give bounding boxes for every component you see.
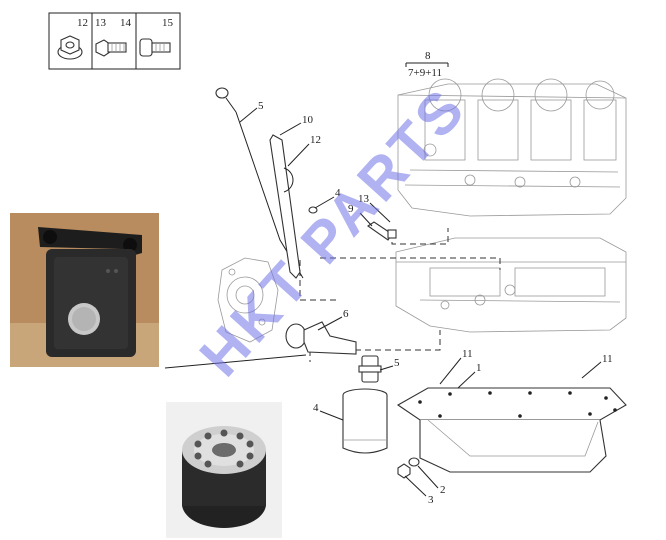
callout-7: 4 bbox=[335, 187, 341, 199]
callout-13: 11 bbox=[602, 353, 613, 365]
legend-label-13: 13 bbox=[95, 17, 107, 29]
callout-5: 5 bbox=[394, 357, 400, 369]
flange-nut-icon bbox=[57, 35, 83, 60]
oil-pump-housing bbox=[217, 257, 279, 343]
callout-9: 5 bbox=[258, 100, 264, 112]
oil-filter bbox=[342, 388, 388, 454]
dipstick-guide-tube bbox=[269, 134, 301, 279]
drain-plug bbox=[397, 457, 420, 479]
oil-strainer bbox=[285, 321, 357, 355]
callout-4: 4 bbox=[313, 402, 319, 414]
fastener-legend: 12 13 14 15 bbox=[48, 12, 181, 70]
legend-label-15: 15 bbox=[162, 17, 174, 29]
callout-15: 13 bbox=[358, 193, 370, 205]
sensor-leader-line bbox=[164, 354, 307, 369]
callout-14: 12 bbox=[310, 134, 321, 146]
lower-crankcase bbox=[395, 237, 627, 333]
flange-bolt-icon bbox=[95, 39, 127, 57]
engine-block bbox=[397, 78, 627, 217]
callout-3: 3 bbox=[428, 494, 434, 506]
oil-pipe-fitting bbox=[367, 221, 397, 241]
legend-label-12: 12 bbox=[77, 17, 88, 29]
callout-2: 2 bbox=[440, 484, 446, 496]
callouts: 5 10 12 4 13 9 6 5 11 1 11 4 2 3 bbox=[239, 100, 613, 506]
sensor-photo bbox=[10, 213, 159, 367]
group-composition: 7+9+11 bbox=[408, 67, 442, 79]
socket-cap-screw-icon bbox=[139, 38, 171, 57]
callout-6: 6 bbox=[343, 308, 349, 320]
oil-filter-adapter bbox=[358, 355, 382, 383]
callout-12: 11 bbox=[462, 348, 473, 360]
callout-11: 10 bbox=[302, 114, 314, 126]
callout-10: 9 bbox=[348, 203, 354, 215]
group-header: 8 7+9+11 bbox=[405, 50, 449, 79]
oil-pan bbox=[396, 387, 627, 473]
o-ring bbox=[308, 206, 318, 214]
oil-filter-photo bbox=[166, 402, 282, 538]
legend-label-14: 14 bbox=[120, 17, 132, 29]
callout-1: 1 bbox=[476, 362, 482, 374]
group-number: 8 bbox=[425, 50, 431, 62]
